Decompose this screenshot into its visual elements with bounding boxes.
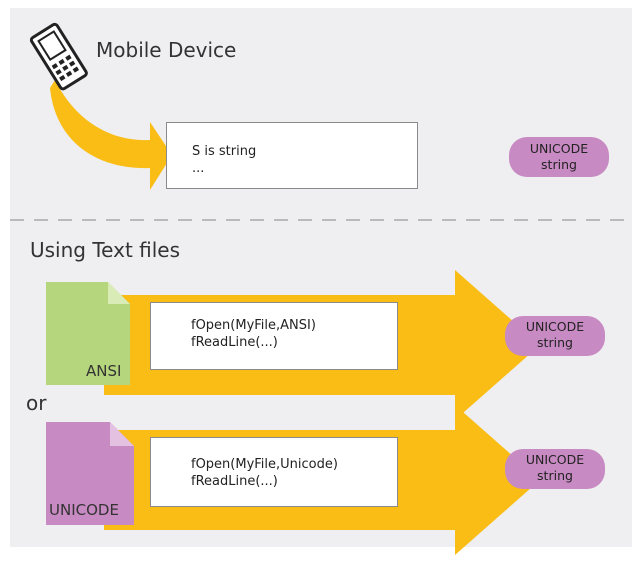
code-line: fReadLine(...) [191,474,278,489]
code-line: fOpen(MyFile,ANSI) [191,318,316,333]
badge-line: string [541,157,577,172]
or-separator: or [26,391,47,415]
ansi-code-box: fOpen(MyFile,ANSI) fReadLine(...) [150,302,398,370]
code-line: ... [192,161,205,176]
badge-line: UNICODE [525,319,585,334]
badge-line: string [537,468,573,483]
textfiles-section-title: Using Text files [30,238,181,262]
code-line: fReadLine(...) [191,335,278,350]
document-icon [46,282,130,385]
badge-line: UNICODE [525,452,585,467]
unicode-unicode-badge: UNICODE string [505,449,605,489]
unicode-file-label: UNICODE [49,501,119,519]
mobile-section-title: Mobile Device [96,38,237,62]
code-line: fOpen(MyFile,Unicode) [191,457,338,472]
ansi-unicode-badge: UNICODE string [505,316,605,356]
badge-line: UNICODE [529,141,589,156]
curved-arrow [50,80,172,190]
unicode-code-box: fOpen(MyFile,Unicode) fReadLine(...) [150,437,398,507]
mobile-code-box: S is string ... [166,122,418,189]
mobile-phone-icon [29,22,88,91]
badge-line: string [537,335,573,350]
ansi-file-label: ANSI [86,362,122,380]
code-line: S is string [192,144,257,159]
document-icon [46,422,134,525]
mobile-unicode-badge: UNICODE string [509,137,609,177]
